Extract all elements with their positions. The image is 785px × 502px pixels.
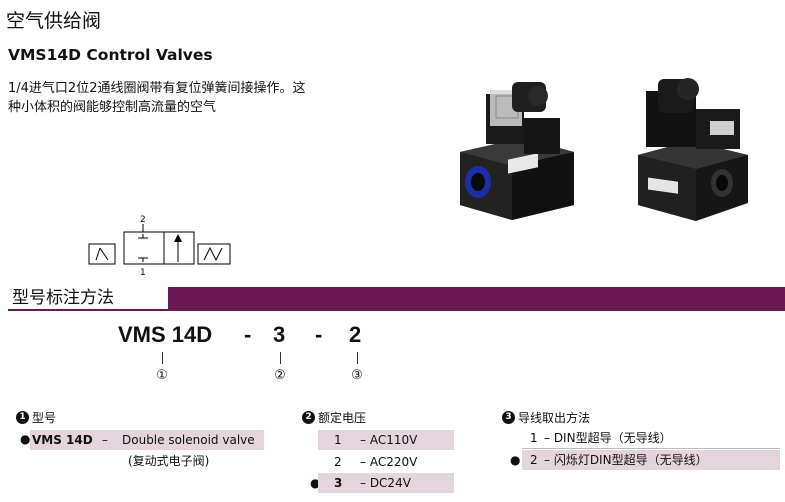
model-marker-1: ① bbox=[156, 368, 168, 383]
voltage-selected-bullet: ● bbox=[310, 476, 321, 490]
voltage-option-3-num: 3 bbox=[334, 476, 343, 490]
voltage-option-3: 3 – DC24V bbox=[318, 473, 454, 493]
wire-option-2-num: 2 bbox=[530, 453, 538, 467]
wire-option-1-num: 1 bbox=[530, 431, 538, 445]
model-leader-3 bbox=[357, 352, 358, 364]
wire-option-2-label: – 闪烁灯DIN型超导（无导线） bbox=[544, 453, 708, 467]
page-title-cn: 空气供给阀 bbox=[6, 10, 102, 32]
valve-photo-back bbox=[638, 78, 748, 221]
wire-option-2: 2 – 闪烁灯DIN型超导（无导线） bbox=[522, 450, 780, 470]
voltage-option-3-label: – DC24V bbox=[360, 476, 411, 490]
model-part-2: 3 bbox=[273, 322, 286, 347]
section-1-desc-cn: (复动式电子阀) bbox=[128, 454, 210, 468]
section-1-header: 1 型号 bbox=[16, 409, 56, 426]
section-2-badge: 2 bbox=[302, 411, 315, 424]
section-2-title: 额定电压 bbox=[318, 411, 367, 425]
wire-option-1: 1 – DIN型超导（无导线） bbox=[522, 428, 780, 449]
model-part-3: 2 bbox=[349, 322, 362, 347]
model-leader-1 bbox=[162, 352, 163, 364]
banner-label: 型号标注方法 bbox=[8, 287, 168, 311]
section-1-title: 型号 bbox=[32, 411, 57, 425]
model-marker-3: ③ bbox=[351, 368, 363, 383]
voltage-option-1: 1 – AC110V bbox=[318, 430, 454, 450]
description: 1/4进气口2位2通线圈阀带有复位弹簧间接操作。这 种小体积的阀能够控制高流量的… bbox=[8, 79, 368, 117]
model-leader-2 bbox=[280, 352, 281, 364]
section-3-header: 3 导线取出方法 bbox=[502, 409, 590, 426]
section-1-desc-en: Double solenoid valve bbox=[122, 433, 255, 447]
section-1-badge: 1 bbox=[16, 411, 29, 424]
symbol-port-2: 2 bbox=[140, 215, 146, 225]
section-1-row: VMS 14D – Double solenoid valve bbox=[30, 430, 264, 450]
section-3-title: 导线取出方法 bbox=[518, 411, 591, 425]
model-dash-1: - bbox=[244, 322, 252, 347]
section-1-bullet: ● bbox=[20, 432, 31, 446]
wire-option-1-label: – DIN型超导（无导线） bbox=[544, 431, 672, 445]
description-line-1: 1/4进气口2位2通线圈阀带有复位弹簧间接操作。这 bbox=[8, 81, 306, 96]
page-title-en: VMS14D Control Valves bbox=[8, 46, 213, 64]
symbol-port-1: 1 bbox=[140, 268, 146, 278]
section-2-header: 2 额定电压 bbox=[302, 409, 366, 426]
wire-selected-bullet: ● bbox=[510, 453, 521, 467]
voltage-option-1-num: 1 bbox=[334, 433, 342, 447]
model-dash-2: - bbox=[315, 322, 323, 347]
voltage-option-1-label: – AC110V bbox=[360, 433, 418, 447]
section-3-badge: 3 bbox=[502, 411, 515, 424]
voltage-option-2-num: 2 bbox=[334, 455, 342, 469]
valve-symbol: 2 1 bbox=[88, 215, 231, 278]
voltage-option-2: 2 – AC220V bbox=[318, 452, 454, 472]
model-marker-2: ② bbox=[274, 368, 286, 383]
model-part-1: VMS 14D bbox=[118, 322, 213, 347]
section-1-code: VMS 14D bbox=[32, 433, 93, 447]
valve-photo-front bbox=[460, 82, 574, 220]
section-1-sep: – bbox=[102, 433, 108, 447]
description-line-2: 种小体积的阀能够控制高流量的空气 bbox=[8, 100, 217, 115]
voltage-option-2-label: – AC220V bbox=[360, 455, 418, 469]
